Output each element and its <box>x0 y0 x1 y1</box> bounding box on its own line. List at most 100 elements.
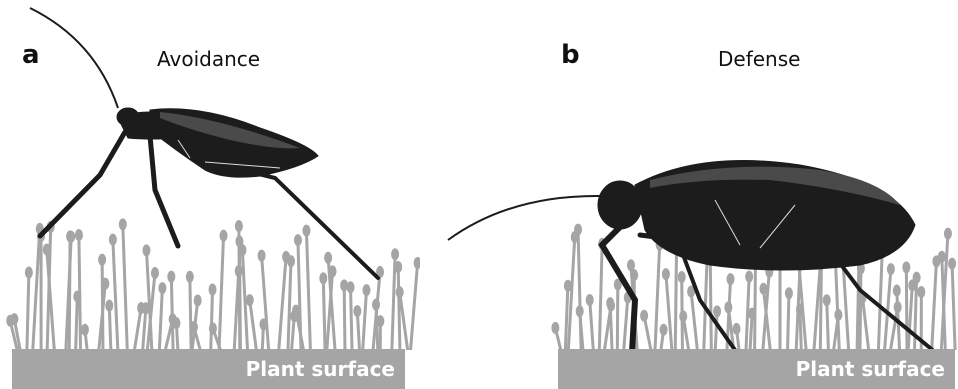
trichome <box>27 273 29 350</box>
trichome-tip <box>363 284 371 296</box>
trichome <box>932 261 937 350</box>
trichome <box>123 224 127 350</box>
trichome-tip <box>220 230 228 242</box>
trichome-field <box>6 218 420 350</box>
trichome <box>33 229 40 350</box>
trichome <box>952 264 955 350</box>
trichome-tip <box>235 220 243 232</box>
trichome-tip <box>372 299 380 311</box>
trichome-tip <box>186 271 194 283</box>
trichome <box>820 260 821 350</box>
trichome <box>171 277 173 350</box>
trichome-tip <box>660 324 668 336</box>
trichome <box>376 305 378 350</box>
trichome-tip <box>396 286 404 298</box>
trichome <box>827 300 829 350</box>
trichome-tip <box>913 272 921 284</box>
trichome <box>250 300 257 350</box>
trichome <box>351 287 352 350</box>
trichome-tip <box>167 271 175 283</box>
trichome-tip <box>551 322 559 334</box>
trichome <box>860 268 861 350</box>
trichome <box>675 241 676 350</box>
plant-surface-label: Plant surface <box>796 357 945 381</box>
panel-letter: b <box>561 40 580 70</box>
trichome <box>704 251 708 350</box>
trichome-tip <box>733 323 741 335</box>
trichome-tip <box>606 297 614 309</box>
trichome-tip <box>917 286 925 298</box>
plant-surface: Plant surface <box>12 349 405 389</box>
trichome <box>76 297 78 350</box>
trichome-tip <box>142 244 150 256</box>
trichome-tip <box>823 294 831 306</box>
middle-leg <box>150 136 178 246</box>
trichome <box>102 260 103 350</box>
trichome-tip <box>938 251 946 263</box>
plant-surface: Plant surface <box>558 349 955 389</box>
trichome <box>755 258 756 350</box>
trichome-tip <box>246 294 254 306</box>
trichome-tip <box>586 294 594 306</box>
trichome <box>69 236 70 350</box>
trichome-tip <box>627 259 635 271</box>
trichome-tip <box>745 271 753 283</box>
trichome <box>323 278 325 350</box>
trichome <box>691 292 697 350</box>
antenna <box>30 8 118 108</box>
trichome <box>288 261 291 350</box>
trichome <box>908 285 912 350</box>
trichome <box>906 267 907 350</box>
trichome-tip <box>75 229 83 241</box>
trichome <box>666 274 672 350</box>
trichome-tip <box>43 244 51 256</box>
trichome <box>411 263 418 350</box>
trichome <box>624 297 628 350</box>
trichome <box>211 289 213 350</box>
defense-illustration <box>440 0 958 389</box>
trichome-tip <box>324 252 332 264</box>
trichome-tip <box>353 305 361 317</box>
trichome <box>398 267 400 350</box>
panel-defense: b Defense Plant surface <box>440 0 958 389</box>
trichome-tip <box>194 294 202 306</box>
trichome <box>134 308 141 350</box>
trichome-tip <box>724 301 732 313</box>
trichome-tip <box>209 283 217 295</box>
panel-letter: a <box>22 40 40 70</box>
trichome <box>306 231 310 350</box>
trichome-tip <box>662 268 670 280</box>
trichome <box>344 285 345 350</box>
trichome-tip <box>81 324 89 336</box>
trichome-tip <box>302 225 310 237</box>
front-leg <box>40 132 125 236</box>
trichome <box>915 278 917 350</box>
trichome <box>363 290 367 350</box>
trichome <box>610 303 612 350</box>
trichome-tip <box>119 218 127 230</box>
trichome-tip <box>190 321 198 333</box>
trichome-tip <box>287 255 295 267</box>
trichome-tip <box>258 250 266 262</box>
trichome <box>143 308 146 350</box>
trichome-tip <box>158 282 166 294</box>
trichome-tip <box>944 228 952 240</box>
trichome <box>219 236 223 350</box>
trichome <box>568 237 574 350</box>
trichome-tip <box>679 310 687 322</box>
trichome-tip <box>292 305 300 317</box>
trichome-tip <box>109 234 117 246</box>
trichome-tip <box>151 267 159 279</box>
trichome <box>863 298 869 350</box>
trichome-tip <box>727 273 735 285</box>
trichome-tip <box>759 283 767 295</box>
trichome <box>590 300 594 350</box>
trichome <box>800 309 801 350</box>
trichome-tip <box>209 323 217 335</box>
trichome-tip <box>25 267 33 279</box>
trichome-tip <box>10 313 18 325</box>
trichome-tip <box>887 263 895 275</box>
trichome <box>788 293 789 350</box>
trichome <box>113 240 118 350</box>
trichome <box>239 241 240 350</box>
